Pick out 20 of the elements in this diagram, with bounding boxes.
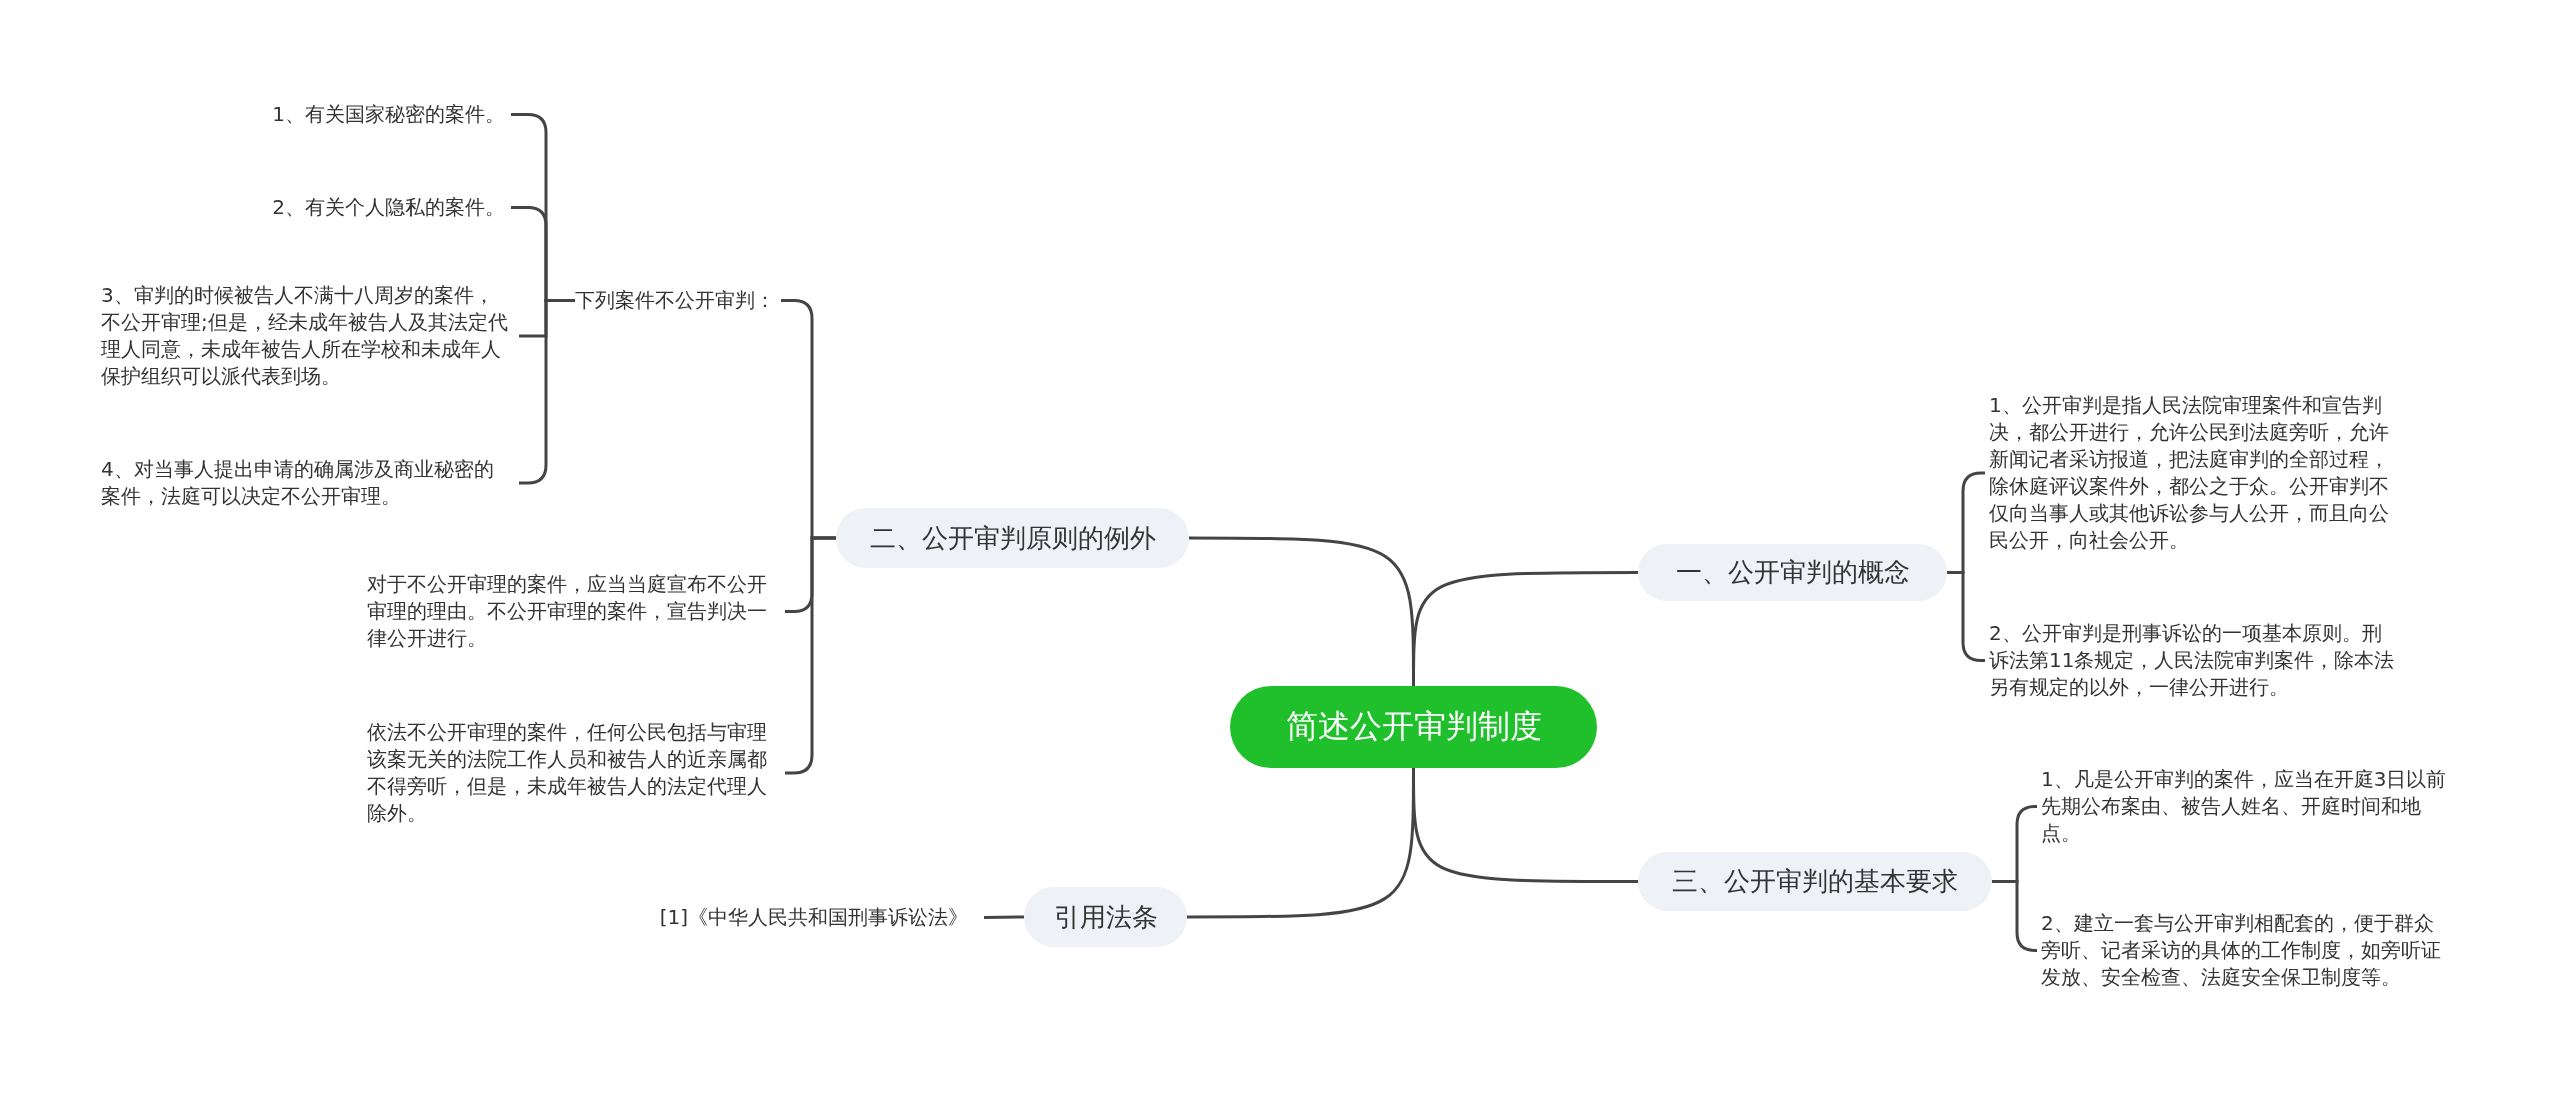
note-text: [1]《中华人民共和国刑事诉讼法》 (659, 904, 968, 931)
connector-line (1189, 536, 1415, 686)
branch-topic: 引用法条 (1024, 887, 1187, 947)
note-text: 1、有关国家秘密的案件。 (272, 101, 505, 128)
branch-topic: 三、公开审判的基本要求 (1638, 852, 1992, 911)
note-text: 对于不公开审理的案件，应当当庭宣布不公开审理的理由。不公开审理的案件，宣告判决一律公开进行。 (367, 571, 779, 652)
branch-topic: 一、公开审判的概念 (1638, 544, 1947, 601)
note-text: 2、有关个人隐私的案件。 (272, 194, 505, 221)
note-text: 2、建立一套与公开审判相配套的，便于群众旁听、记者采访的具体的工作制度，如旁听证发放、安全检查、法庭安全保卫制度等。 (2041, 910, 2453, 991)
note-text: 4、对当事人提出申请的确属涉及商业秘密的案件，法庭可以决定不公开审理。 (101, 456, 513, 510)
branch-topic: 二、公开审判原则的例外 (836, 508, 1189, 568)
note-text: 1、凡是公开审判的案件，应当在开庭3日以前先期公布案由、被告人姓名、开庭时间和地点。 (2041, 766, 2453, 847)
note-text: 下列案件不公开审判： (575, 287, 775, 314)
note-text: 1、公开审判是指人民法院审理案件和宣告判决，都公开进行，允许公民到法庭旁听，允许新闻记者采访报道，把法庭审判的全部过程，除休庭评议案件外，都公之于众。公开审判不仅向当事人或其他诉讼参与人公开，而且向公民公开，向社会公开。 (1989, 392, 2401, 554)
note-text: 3、审判的时候被告人不满十八周岁的案件，不公开审理;但是，经未成年被告人及其法定代理人同意，未成年被告人所在学校和未成年人保护组织可以派代表到场。 (101, 282, 513, 390)
note-text: 依法不公开审理的案件，任何公民包括与审理该案无关的法院工作人员和被告人的近亲属都不得旁听，但是，未成年被告人的法定代理人除外。 (367, 719, 779, 827)
connector-line (983, 915, 1025, 919)
central-topic: 简述公开审判制度 (1230, 686, 1597, 768)
note-text: 2、公开审判是刑事诉讼的一项基本原则。刑诉法第11条规定，人民法院审判案件，除本法另有规定的以外，一律公开进行。 (1989, 620, 2401, 701)
connector-line (1187, 768, 1415, 919)
